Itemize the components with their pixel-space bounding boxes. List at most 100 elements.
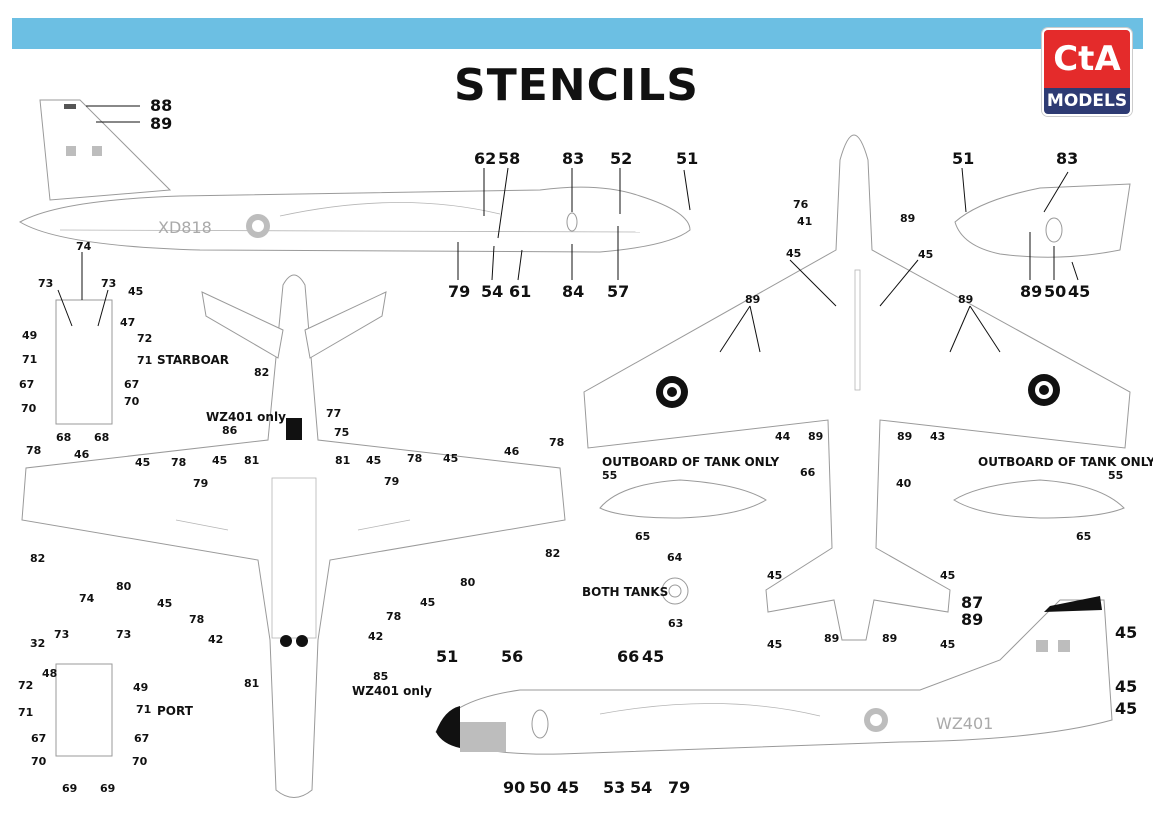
callout-53: 53 [603,778,626,797]
callout-49: 49 [133,681,149,694]
callout-82: 82 [30,552,46,565]
callout-78: 78 [407,452,423,465]
callout-81: 81 [244,677,260,690]
callout-42: 42 [368,630,384,643]
callout-44: 44 [775,430,791,443]
callout-67: 67 [31,732,47,745]
callout-70: 70 [21,402,37,415]
callout-68: 68 [56,431,72,444]
callout-52: 52 [610,149,633,168]
plan-view-upperside [583,134,1131,641]
callout-81: 81 [244,454,260,467]
callout-89: 89 [1020,282,1043,301]
callout-70: 70 [31,755,47,768]
callout-72: 72 [18,679,34,692]
callout-45: 45 [420,596,436,609]
callout-32: 32 [30,637,46,650]
callout-69: 69 [62,782,78,795]
callout-42: 42 [208,633,224,646]
callout-63: 63 [668,617,684,630]
callout-72: 72 [137,332,153,345]
callout-89: 89 [745,293,761,306]
callout-78: 78 [189,613,205,626]
callout-79: 79 [384,475,400,488]
caption-outboard-left: OUTBOARD OF TANK ONLY [602,455,780,469]
callout-89: 89 [900,212,916,225]
callout-84: 84 [562,282,585,301]
callout-55: 55 [1108,469,1124,482]
callout-45: 45 [1115,623,1138,642]
callout-45: 45 [1115,677,1138,696]
callout-51: 51 [436,647,459,666]
callout-45: 45 [443,452,459,465]
caption-both-tanks: BOTH TANKS [582,585,669,599]
callout-56: 56 [501,647,524,666]
callout-85: 85 [373,670,389,683]
callout-87: 87 [961,593,984,612]
callout-82: 82 [545,547,561,560]
callout-57: 57 [607,282,630,301]
callout-73: 73 [101,277,117,290]
callout-45: 45 [767,638,783,651]
callout-81: 81 [335,454,351,467]
callout-45: 45 [1115,699,1138,718]
side-profile-top [18,99,691,253]
callout-40: 40 [896,477,912,490]
callout-71: 71 [137,354,153,367]
cta-models-logo: CtA MODELS [1042,28,1132,116]
callout-88: 88 [150,96,173,115]
callout-77: 77 [326,407,342,420]
callout-79: 79 [668,778,691,797]
callout-45: 45 [128,285,144,298]
callout-61: 61 [509,282,532,301]
callout-66: 66 [800,466,816,479]
callout-55: 55 [602,469,618,482]
callout-50: 50 [1044,282,1067,301]
leader-lines [57,105,1079,353]
callout-46: 46 [504,445,520,458]
callout-64: 64 [667,551,683,564]
callout-71: 71 [136,703,152,716]
callout-68: 68 [94,431,110,444]
callout-48: 48 [42,667,58,680]
callout-45: 45 [767,569,783,582]
callout-73: 73 [116,628,132,641]
callout-73: 73 [54,628,70,641]
callout-45: 45 [557,778,580,797]
callout-78: 78 [386,610,402,623]
callout-90: 90 [503,778,526,797]
callout-71: 71 [18,706,34,719]
callout-79: 79 [448,282,471,301]
callout-45: 45 [212,454,228,467]
callout-70: 70 [132,755,148,768]
callout-78: 78 [171,456,187,469]
callout-54: 54 [481,282,504,301]
callout-67: 67 [19,378,35,391]
callout-86: 86 [222,424,238,437]
callout-45: 45 [918,248,934,261]
callout-67: 67 [134,732,150,745]
callout-80: 80 [460,576,476,589]
callout-66: 66 [617,647,640,666]
callout-46: 46 [74,448,90,461]
caption-starboard: STARBOAR [157,353,229,367]
logo-text-top: CtA [1044,30,1130,88]
detail-panels [55,299,113,757]
callout-45: 45 [786,247,802,260]
callout-45: 45 [135,456,151,469]
header-band [12,18,1143,49]
side-profile-nose [954,183,1131,258]
callout-89: 89 [961,610,984,629]
callout-47: 47 [120,316,136,329]
callout-41: 41 [797,215,813,228]
callout-74: 74 [76,240,92,253]
callout-62: 62 [474,149,497,168]
logo-text-bottom: MODELS [1044,88,1130,114]
callout-89: 89 [958,293,974,306]
callout-83: 83 [1056,149,1079,168]
callout-73: 73 [38,277,54,290]
caption-outboard-right: OUTBOARD OF TANK ONLY [978,455,1153,469]
callout-65: 65 [1076,530,1092,543]
callout-89: 89 [150,114,173,133]
